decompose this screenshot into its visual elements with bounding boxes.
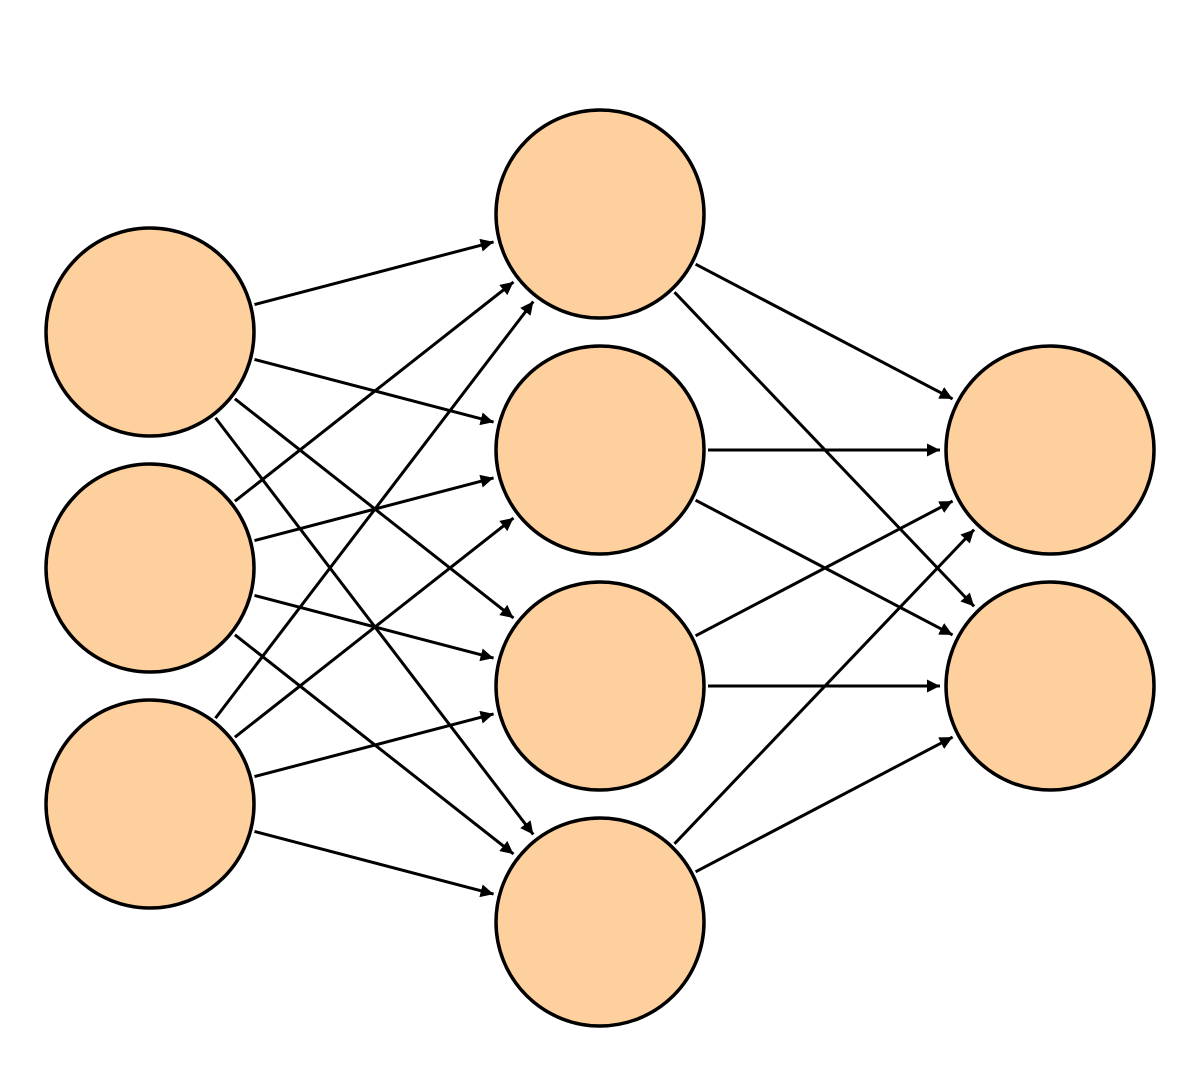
edge-l0-n2-to-l1-n1	[233, 516, 515, 739]
edge-l0-n2-to-l1-n3	[254, 829, 494, 898]
edge-l0-n2-to-l1-n0	[214, 300, 535, 720]
edge-l1-n2-to-l2-n0	[694, 499, 954, 638]
edge-l1-n3-to-l2-n0	[673, 528, 976, 845]
hidden-neuron-2	[494, 344, 706, 556]
input-neuron-3	[44, 698, 256, 910]
edge-l1-n0-to-l2-n0	[694, 262, 954, 401]
connections	[214, 238, 976, 898]
input-neuron-1	[44, 226, 256, 438]
hidden-neuron-3	[494, 580, 706, 792]
output-neuron-2	[944, 580, 1156, 792]
edge-l0-n1-to-l1-n0	[233, 280, 515, 503]
neurons	[44, 108, 1156, 1028]
hidden-neuron-4	[494, 816, 706, 1028]
hidden-neuron-1	[494, 108, 706, 320]
input-neuron-2	[44, 462, 256, 674]
edge-l0-n2-to-l1-n2	[254, 710, 494, 779]
output-neuron-1	[944, 344, 1156, 556]
edge-l0-n0-to-l1-n0	[254, 238, 494, 307]
edge-l1-n3-to-l2-n1	[694, 735, 954, 874]
